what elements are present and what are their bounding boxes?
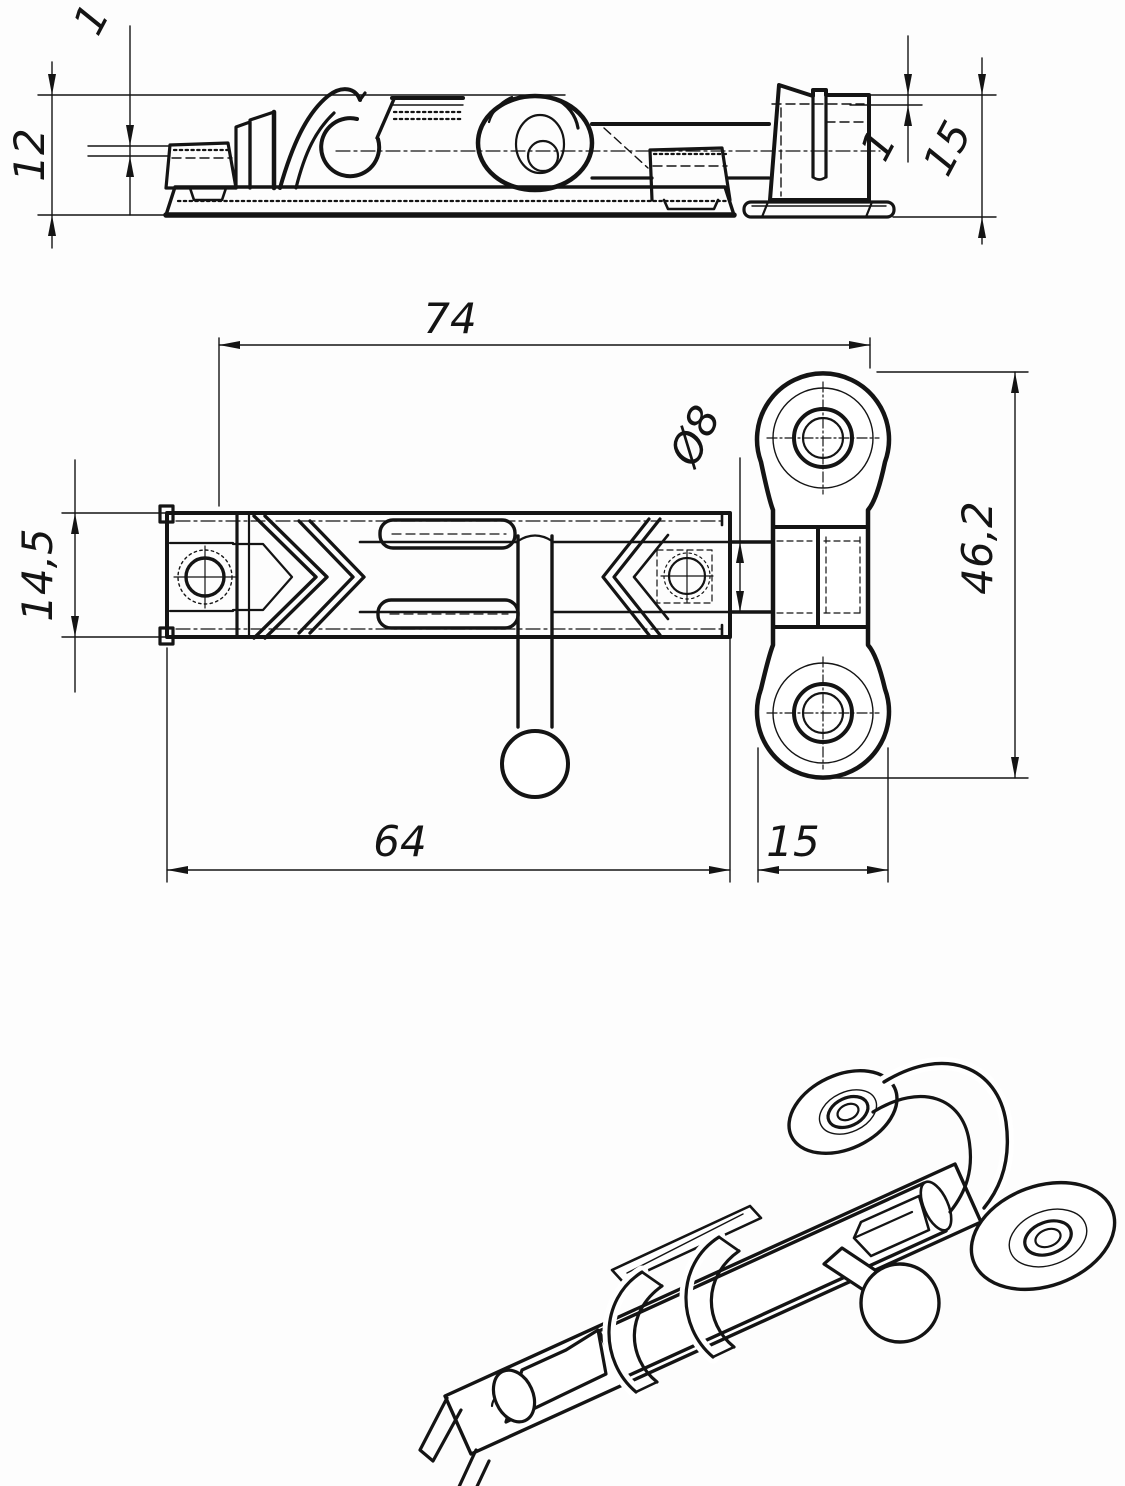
clip-hook-inner bbox=[294, 111, 336, 190]
dim-overall-length-label: 74 bbox=[423, 294, 476, 343]
arrowhead bbox=[978, 217, 986, 238]
iso-bolt-rod-end bbox=[919, 1180, 953, 1232]
knob-stem-core bbox=[526, 139, 560, 173]
corner-tab bbox=[158, 504, 175, 524]
arrowhead bbox=[978, 74, 986, 95]
iso-bolt-nose-end bbox=[491, 1368, 537, 1424]
iso-keeper-hole-inner bbox=[1034, 1227, 1062, 1249]
spring-chevron bbox=[252, 514, 318, 640]
knob-ball-end bbox=[475, 93, 595, 193]
iso-clip-arch-cap bbox=[717, 1235, 741, 1253]
clip-hook-outer bbox=[278, 87, 362, 190]
arrowhead bbox=[736, 542, 744, 563]
iso-keeper-tab bbox=[787, 1069, 899, 1155]
hidden-line bbox=[603, 127, 649, 169]
knob-stem-end bbox=[514, 113, 566, 175]
arrowhead bbox=[758, 866, 779, 874]
left-foot-tongue bbox=[188, 186, 228, 202]
arrowhead bbox=[48, 215, 56, 236]
arrowhead bbox=[736, 591, 744, 612]
keeper-flange-tick bbox=[760, 200, 770, 219]
spring-chevron-right bbox=[632, 533, 670, 621]
iso-keeper-hole bbox=[1023, 1219, 1073, 1257]
spring-chevron-right bbox=[601, 517, 651, 637]
clip-hook-lip bbox=[375, 97, 396, 140]
iso-foot bbox=[457, 1448, 491, 1486]
iso-clip-arch-cap bbox=[640, 1270, 664, 1288]
spring-chevron-right bbox=[612, 517, 662, 637]
plan-view: 74 bbox=[13, 294, 1029, 883]
clip-hook-mouth bbox=[319, 116, 382, 179]
side-view: 12 1 bbox=[5, 0, 997, 249]
arrowhead bbox=[167, 866, 188, 874]
clip-flange-arc bbox=[487, 95, 514, 124]
iso-clip-arch bbox=[632, 1284, 664, 1384]
arrowhead bbox=[126, 156, 134, 177]
arrowhead bbox=[849, 341, 870, 349]
right-foot-tongue bbox=[662, 198, 720, 211]
iso-keeper-hole-inner bbox=[836, 1102, 860, 1122]
left-guide bbox=[234, 120, 252, 190]
knob-stem-cap bbox=[516, 534, 554, 543]
arrowhead bbox=[126, 125, 134, 146]
dim-keeper-height-label: 15 bbox=[913, 113, 981, 183]
iso-clip-arch bbox=[684, 1235, 721, 1359]
iso-clip-arch bbox=[709, 1249, 741, 1349]
dim-base-length-label: 64 bbox=[373, 817, 426, 866]
iso-rail bbox=[610, 1204, 763, 1284]
spring-chevron bbox=[297, 519, 355, 635]
iso-keeper-hole bbox=[826, 1094, 870, 1130]
keeper-flange-tick bbox=[864, 200, 874, 219]
dim-rod-diameter-label: Ø8 bbox=[659, 398, 730, 475]
iso-strap-inner bbox=[871, 1094, 973, 1214]
arrowhead bbox=[71, 616, 79, 637]
keeper-plan bbox=[754, 371, 892, 780]
spring-chevron bbox=[263, 514, 329, 640]
clip-flange-arc bbox=[552, 96, 580, 130]
arrowhead bbox=[904, 74, 912, 95]
knob-ball bbox=[500, 729, 570, 799]
iso-lug-edge bbox=[852, 1210, 914, 1240]
dim-keeper-length-label: 46,2 bbox=[953, 501, 1002, 595]
left-guide bbox=[248, 110, 276, 190]
iso-keeper-countersink bbox=[1008, 1208, 1088, 1268]
iso-clip-arch bbox=[607, 1270, 644, 1394]
dim-body-width-label: 14,5 bbox=[13, 528, 62, 622]
right-foot bbox=[648, 146, 732, 202]
arrowhead bbox=[867, 866, 888, 874]
corner-tab bbox=[158, 626, 175, 646]
arrowhead bbox=[219, 341, 240, 349]
keeper-slot-bottom bbox=[811, 175, 828, 181]
iso-keeper-countersink bbox=[818, 1089, 878, 1135]
iso-strap-outer bbox=[882, 1061, 1010, 1210]
guide-lug bbox=[378, 518, 517, 550]
iso-clip-arch-cap bbox=[711, 1345, 736, 1359]
spring-chevron bbox=[308, 519, 366, 635]
iso-foot bbox=[418, 1396, 463, 1463]
iso-lug-block bbox=[852, 1194, 931, 1258]
dim-plate-thickness-label: 1 bbox=[63, 0, 119, 42]
iso-rail-slot bbox=[626, 1213, 744, 1274]
keeper-flange bbox=[742, 200, 896, 219]
iso-keeper-tab bbox=[969, 1180, 1117, 1292]
iso-knob-ball bbox=[859, 1262, 941, 1344]
arrowhead bbox=[1011, 757, 1019, 778]
arrowhead bbox=[1011, 372, 1019, 393]
body-plate bbox=[165, 511, 732, 639]
arrowhead bbox=[709, 866, 730, 874]
dim-height-label: 12 bbox=[5, 128, 54, 181]
arrowhead bbox=[904, 105, 912, 126]
dim-keeper-plate-thickness-label: 1 bbox=[850, 122, 906, 169]
arrowhead bbox=[71, 513, 79, 534]
spring-cup bbox=[231, 542, 294, 612]
iso-clip-arch-cap bbox=[634, 1380, 659, 1394]
dim-keeper-width-label: 15 bbox=[766, 817, 819, 866]
arrowhead bbox=[48, 74, 56, 95]
isometric-view bbox=[418, 1057, 1117, 1486]
clip-hook-tip bbox=[358, 91, 367, 102]
